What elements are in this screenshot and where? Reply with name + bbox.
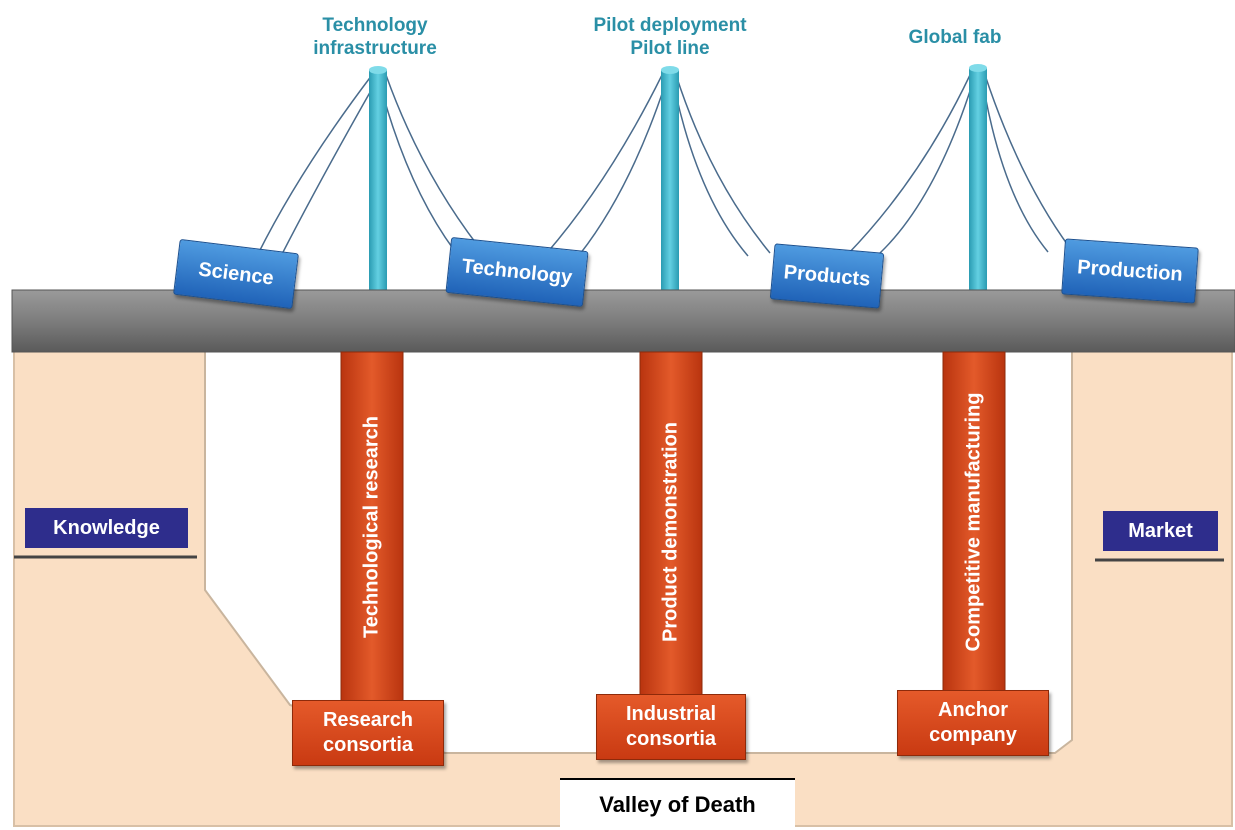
stage-production: Production: [1061, 238, 1199, 304]
bridge-deck: [11, 289, 1235, 353]
base-research-consortia: Research consortia: [292, 700, 444, 766]
pillar-1: [340, 351, 404, 703]
pylon-label-global-fab: Global fab: [880, 26, 1030, 49]
stage-products: Products: [769, 243, 885, 309]
base-industrial-consortia: Industrial consortia: [596, 694, 746, 760]
pylon-label-pilot-deployment: Pilot deployment Pilot line: [560, 14, 780, 60]
base-line: Research: [322, 709, 414, 731]
base-line: company: [929, 724, 1017, 746]
pillar-3: [942, 351, 1006, 693]
pillar-text-product-demonstration: Product demonstration: [659, 421, 682, 643]
pylons: [369, 64, 987, 295]
base-anchor-company: Anchor company: [897, 690, 1049, 756]
valley-gap: [204, 349, 1073, 754]
pylon-label-line: infrastructure: [313, 38, 437, 59]
pylon-1: [369, 70, 387, 295]
pylon-label-line: Pilot line: [630, 38, 710, 59]
pylon-3: [969, 68, 987, 295]
market-label: Market: [1103, 511, 1218, 551]
pylon-label-line: Global fab: [908, 27, 1002, 48]
pylon-2: [661, 70, 679, 295]
pillar-text-technological-research: Technological research: [360, 416, 383, 638]
pillar-text-competitive-manufacturing: Competitive manufacturing: [962, 392, 985, 652]
pylon-label-line: Technology: [322, 15, 428, 36]
pillars: [340, 351, 1006, 703]
base-line: Industrial: [625, 703, 716, 725]
pylon-label-technology-infrastructure: Technology infrastructure: [290, 14, 460, 60]
base-line: consortia: [625, 728, 717, 750]
knowledge-label: Knowledge: [25, 508, 188, 548]
bridge-cables: [257, 74, 1071, 259]
base-line: consortia: [322, 734, 414, 756]
pillar-2: [639, 351, 703, 698]
valley-of-death-label: Valley of Death: [560, 778, 795, 830]
pylon-label-line: Pilot deployment: [593, 15, 747, 36]
base-line: Anchor: [938, 699, 1008, 721]
